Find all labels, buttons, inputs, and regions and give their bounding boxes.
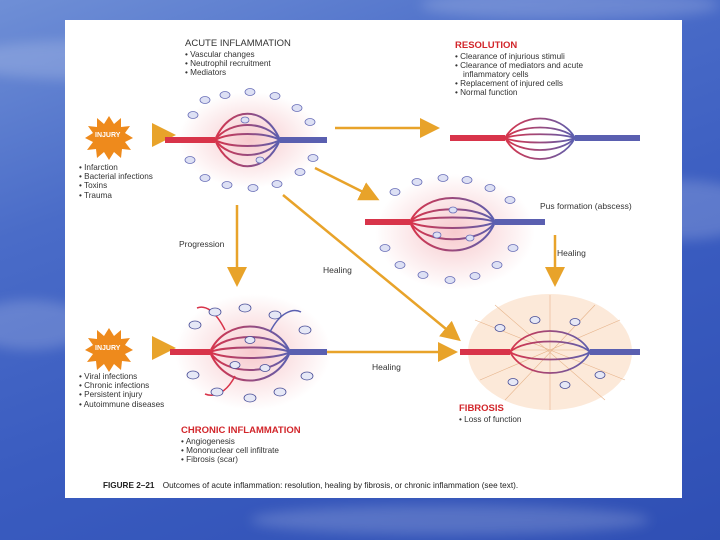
acute-item: • Vascular changes (185, 49, 255, 59)
caption-text: Outcomes of acute inflammation: resoluti… (162, 481, 519, 490)
injury-bottom-item: • Viral infections (79, 372, 138, 381)
resolution-item: • Clearance of injurious stimuli (455, 51, 565, 61)
chronic-title: CHRONIC INFLAMMATION (181, 425, 301, 436)
injury-bottom-item: • Chronic infections (79, 381, 150, 391)
caption-label: FIGURE 2–21 (103, 481, 155, 490)
fibrosis-vessel-network (460, 294, 640, 410)
acute-inflammation-block: ACUTE INFLAMMATION • Vascular changes • … (185, 38, 291, 78)
fibrosis-list: • Loss of function (459, 415, 522, 424)
resolution-block: RESOLUTION • Clearance of injurious stim… (455, 40, 583, 98)
healing-diagonal-label: Healing (323, 265, 352, 275)
resolution-vessel-network (450, 117, 640, 160)
chronic-vessel-network (170, 294, 331, 410)
resolution-item: • Clearance of mediators and acute (455, 60, 584, 70)
injury-bottom-item: • Autoimmune diseases (79, 399, 165, 409)
injury-star-bottom (85, 328, 133, 372)
resolution-item: • Normal function (455, 88, 518, 98)
acute-list: • Vascular changes • Neutrophil recruitm… (185, 50, 291, 78)
resolution-title: RESOLUTION (455, 40, 518, 51)
healing-right-label: Healing (557, 248, 586, 258)
arrow-healing-diagonal (282, 194, 461, 342)
injury-bottom-label: INJURY (95, 345, 121, 352)
progression-label: Progression (179, 239, 225, 249)
resolution-list: • Clearance of injurious stimuli • Clear… (455, 52, 583, 98)
acute-item: • Neutrophil recruitment (185, 58, 271, 68)
diagram-graphics (85, 88, 640, 410)
acute-vessel-network (165, 88, 327, 192)
pus-formation-label: Pus formation (abscess) (540, 201, 632, 211)
abscess-vessel-network (365, 174, 545, 290)
figure-caption: FIGURE 2–21 Outcomes of acute inflammati… (103, 481, 518, 490)
fibrosis-item: • Loss of function (459, 414, 522, 424)
injury-top-label: INJURY (95, 132, 121, 139)
chronic-item: • Fibrosis (scar) (181, 455, 238, 464)
injury-bottom-item: • Persistent injury (79, 390, 143, 400)
injury-top-item: • Infarction (79, 163, 118, 172)
injury-top-item: • Bacterial infections (79, 172, 153, 182)
arrow-acute-to-abscess (314, 166, 380, 201)
healing-bottom-label: Healing (372, 362, 401, 372)
injury-star-top (85, 116, 133, 160)
injury-top-item: • Toxins (79, 181, 108, 191)
injury-top-item: • Trauma (79, 190, 112, 200)
chronic-item: • Angiogenesis (181, 436, 235, 446)
injury-bottom-list: • Viral infections • Chronic infections … (79, 372, 164, 409)
acute-item: • Mediators (185, 68, 227, 77)
resolution-item: • Replacement of injured cells (455, 79, 563, 89)
injury-top-list: • Infarction • Bacterial infections • To… (79, 163, 153, 200)
resolution-item: inflammatory cells (463, 70, 529, 79)
chronic-list: • Angiogenesis • Mononuclear cell infilt… (181, 437, 301, 465)
chronic-inflammation-block: CHRONIC INFLAMMATION • Angiogenesis • Mo… (181, 425, 301, 465)
fibrosis-title: FIBROSIS (459, 403, 504, 414)
chronic-item: • Mononuclear cell infiltrate (181, 445, 279, 455)
acute-title: ACUTE INFLAMMATION (185, 38, 291, 49)
fibrosis-block: FIBROSIS • Loss of function (459, 403, 522, 424)
figure-panel: ACUTE INFLAMMATION • Vascular changes • … (65, 20, 682, 498)
